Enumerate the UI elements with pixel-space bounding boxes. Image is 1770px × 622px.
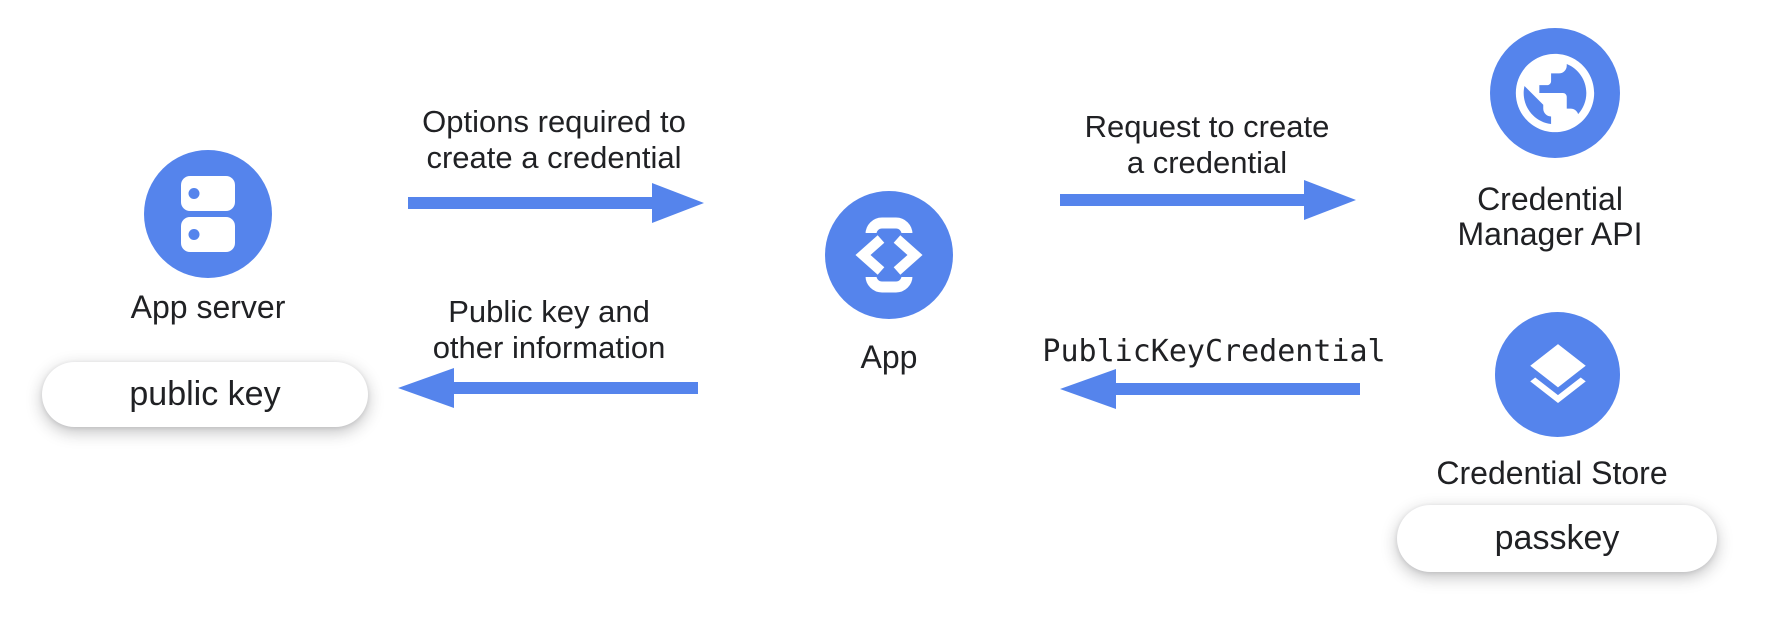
- public-key-badge-text: public key: [129, 375, 281, 413]
- app-server-label: App server: [130, 289, 286, 325]
- app-server-node: [144, 150, 272, 278]
- passkey-badge: passkey: [1397, 505, 1717, 572]
- layers-icon: [1529, 343, 1586, 403]
- public-key-badge: public key: [42, 362, 368, 427]
- server-icon: [181, 176, 235, 252]
- public-key-info-arrow-label: Public key and other information: [432, 294, 666, 365]
- public-key-info-arrow-left: [398, 368, 698, 408]
- globe-icon: [1515, 53, 1595, 133]
- app-node: [825, 191, 953, 319]
- request-arrow-label: Request to create a credential: [1084, 109, 1330, 180]
- publickeycredential-arrow-label: PublicKeyCredential: [1042, 334, 1386, 369]
- credential-manager-api-node: [1490, 28, 1620, 158]
- publickeycredential-arrow-left: [1060, 369, 1360, 409]
- credential-store-node: [1495, 312, 1620, 437]
- options-arrow-label: Options required to create a credential: [422, 104, 686, 175]
- credential-manager-api-label: Credential Manager API: [1457, 181, 1643, 252]
- passkey-badge-text: passkey: [1494, 519, 1620, 557]
- request-arrow-right: [1060, 180, 1356, 220]
- credential-store-label: Credential Store: [1436, 455, 1668, 491]
- options-arrow-right: [408, 183, 704, 223]
- phone-code-icon: [855, 217, 923, 293]
- app-label: App: [860, 339, 918, 375]
